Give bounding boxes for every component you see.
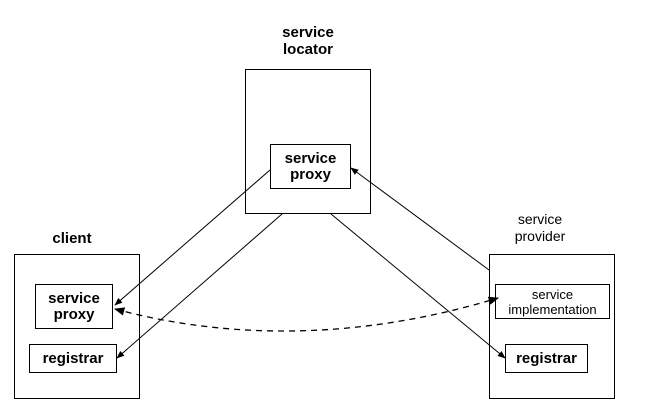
locator-title-line1: service <box>282 24 334 41</box>
impl-line1: service <box>531 286 574 302</box>
client-registrar-box: registrar <box>29 344 117 373</box>
client-service-proxy-box: service proxy <box>35 284 113 329</box>
arrow-provider-to-locator-proxy <box>350 167 490 271</box>
provider-title-line2: provider <box>514 228 566 244</box>
dashed-arrow-proxy-implementation <box>113 296 499 332</box>
locator-title-line2: locator <box>282 41 333 58</box>
arrow-locator-to-client-registrar <box>116 213 283 359</box>
provider-registrar-label: registrar <box>516 350 577 367</box>
arrow-locator-to-provider-registrar <box>330 213 506 359</box>
impl-line2: implementation <box>508 301 597 317</box>
client-registrar-label: registrar <box>42 350 104 367</box>
locator-proxy-line2: proxy <box>290 165 331 183</box>
service-implementation-box: service implementation <box>495 284 610 319</box>
locator-service-proxy-box: service proxy <box>270 144 351 189</box>
locator-title: service locator <box>245 24 371 58</box>
client-proxy-line2: proxy <box>53 305 95 323</box>
service-locator-box <box>245 69 371 214</box>
provider-title-line1: service <box>517 211 563 227</box>
client-proxy-line1: service <box>48 289 100 307</box>
locator-proxy-line1: service <box>284 149 337 167</box>
client-title: client <box>52 230 92 247</box>
provider-registrar-box: registrar <box>505 344 588 373</box>
service-provider-box <box>489 254 615 399</box>
provider-title: service provider <box>498 211 582 245</box>
